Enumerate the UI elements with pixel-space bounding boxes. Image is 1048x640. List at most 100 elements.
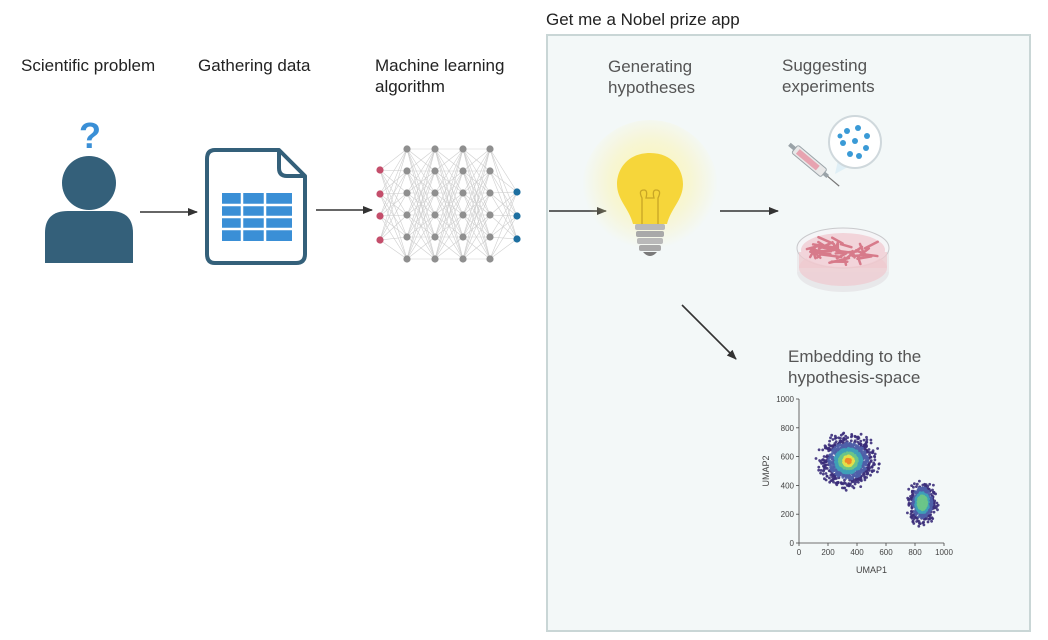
scatter-point (918, 479, 921, 483)
y-tick-label: 600 (781, 453, 795, 462)
question-icon: ? (79, 115, 101, 156)
scatter-point (824, 463, 828, 467)
scatter-point (862, 438, 866, 442)
scatter-point (877, 462, 881, 466)
scatter-point (869, 438, 873, 442)
scatter-point (910, 506, 914, 510)
scatter-point (831, 438, 835, 441)
nn-node (486, 255, 494, 263)
scatter-point (913, 482, 916, 486)
nn-node (486, 189, 494, 197)
scatter-point (839, 433, 843, 437)
y-tick-label: 400 (781, 481, 795, 490)
scatter-point (877, 467, 880, 470)
label-embedding: Embedding to the hypothesis-space (788, 347, 922, 387)
y-tick-label: 1000 (776, 395, 794, 404)
scatter-point (859, 439, 863, 443)
scatter-point (822, 455, 826, 458)
nn-node (513, 235, 521, 243)
lightbulb-icon (582, 120, 718, 256)
scatter-point (929, 493, 933, 496)
scatter-point (907, 503, 911, 507)
nn-node (376, 212, 384, 220)
scatter-point (829, 436, 832, 440)
scatter-point (814, 457, 818, 460)
label-generating-hypotheses: Generating hypotheses (608, 57, 695, 97)
nn-node (486, 145, 494, 153)
scatter-point (819, 471, 822, 475)
scatter-point (932, 510, 936, 514)
syringe-icon (788, 115, 882, 187)
nn-node (403, 255, 411, 263)
scatter-point (824, 472, 828, 475)
scatter-point (830, 452, 834, 456)
scatter-points (814, 431, 940, 528)
person-icon: ? (45, 115, 133, 263)
scatter-point (873, 454, 876, 458)
scatter-point (839, 481, 843, 484)
scatter-point (930, 519, 933, 523)
scatter-point (922, 520, 925, 524)
x-tick-label: 0 (797, 548, 802, 557)
scatter-point (867, 448, 871, 451)
scatter-point (830, 433, 834, 437)
nn-node (513, 212, 521, 220)
x-tick-label: 600 (879, 548, 893, 557)
scatter-point (928, 482, 932, 486)
label-gathering-data: Gathering data (198, 56, 311, 75)
scatter-point (865, 438, 869, 442)
scatter-point (828, 476, 831, 480)
scatter-point (849, 439, 853, 443)
nn-node (459, 255, 467, 263)
scatter-point (920, 501, 924, 504)
scatter-point (918, 522, 922, 525)
scatter-point (844, 488, 848, 492)
scatter-point (857, 480, 860, 484)
scatter-point (825, 467, 829, 470)
scatter-point (817, 448, 821, 452)
scatter-point (869, 473, 872, 477)
scatter-point (856, 437, 860, 441)
nn-node (431, 167, 439, 175)
y-tick-label: 0 (790, 539, 795, 548)
scatter-point (873, 458, 877, 462)
scatter-point (917, 524, 921, 528)
nn-node (431, 233, 439, 241)
scatter-point (912, 485, 915, 489)
scatter-point (844, 434, 848, 438)
scatter-point (872, 461, 875, 465)
label-suggesting-experiments: Suggesting experiments (782, 56, 875, 96)
scatter-point (857, 442, 861, 446)
scatter-point (911, 519, 915, 523)
scatter-point (828, 439, 831, 443)
nn-node (459, 211, 467, 219)
scatter-point (876, 447, 879, 450)
scatter-point (846, 436, 850, 439)
scatter-point (935, 501, 939, 505)
scatter-point (824, 478, 828, 482)
spreadsheet-icon (205, 148, 307, 265)
scatter-point (869, 441, 873, 445)
x-tick-label: 800 (908, 548, 922, 557)
nn-node (403, 233, 411, 241)
scatter-point (906, 511, 909, 515)
scatter-point (921, 483, 925, 487)
nn-node (431, 189, 439, 197)
nn-node (459, 145, 467, 153)
scatter-point (931, 488, 934, 492)
scatter-point (819, 469, 823, 472)
scatter-point (843, 486, 847, 490)
scatter-point (821, 472, 825, 476)
scatter-point (911, 492, 915, 496)
scatter-point (846, 459, 850, 463)
x-tick-label: 1000 (935, 548, 953, 557)
scatter-point (915, 482, 919, 486)
nn-node (486, 211, 494, 219)
y-tick-label: 800 (781, 424, 795, 433)
nn-node (403, 189, 411, 197)
scatter-point (907, 487, 911, 491)
scatter-point (870, 451, 873, 454)
scatter-point (839, 437, 842, 440)
scatter-point (850, 435, 853, 439)
